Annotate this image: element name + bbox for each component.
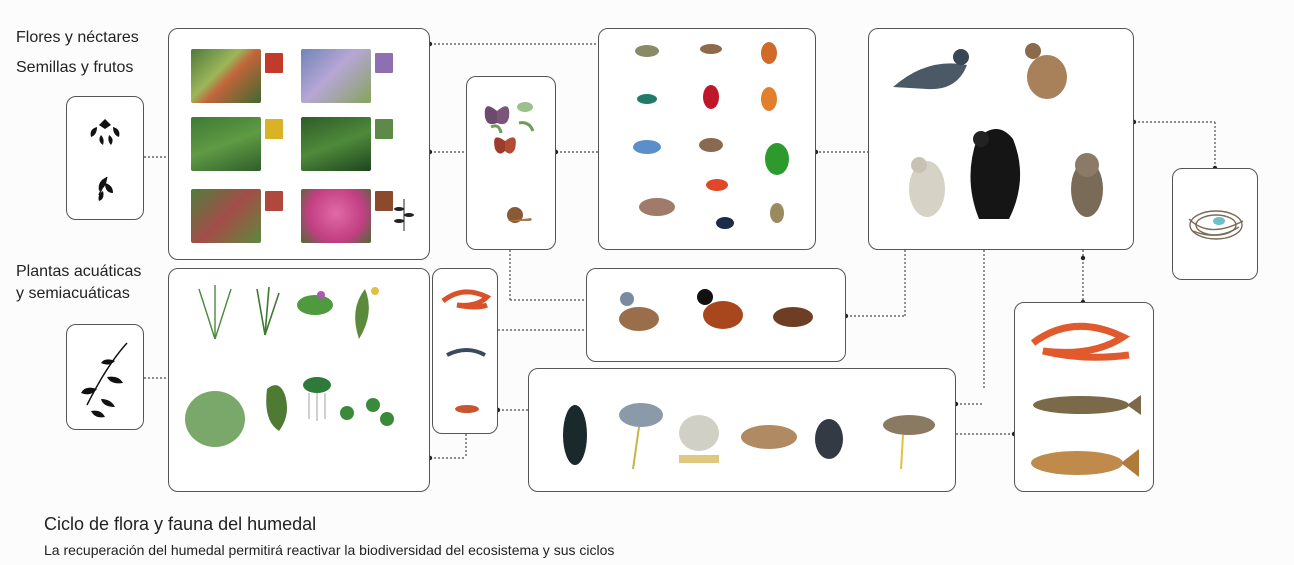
leaf-icon-box (66, 96, 144, 220)
flower-thumb (265, 53, 283, 73)
reed-icon (67, 325, 145, 431)
small-birds-illustration (599, 29, 817, 251)
flower-photo (301, 189, 371, 243)
aquatic-plants-illustration (169, 269, 431, 493)
flowers-seeds-box (168, 28, 430, 260)
bird-nest-icon (1173, 169, 1259, 281)
diagram-title: Ciclo de flora y fauna del humedal (44, 514, 316, 535)
flower-photo (191, 49, 261, 103)
wading-birds-illustration (529, 369, 957, 493)
flower-thumb (265, 119, 283, 139)
fish-reptile-box (1014, 302, 1154, 492)
seed-sprig-icon (391, 195, 417, 235)
flower-thumb (375, 53, 393, 73)
leaf-icon (67, 97, 145, 221)
wading-birds-box (528, 368, 956, 492)
flower-photo (301, 49, 371, 103)
flower-thumb (265, 191, 283, 211)
small-fauna-box (432, 268, 498, 434)
raptors-illustration (869, 29, 1135, 251)
fish-snake-illustration (1015, 303, 1155, 493)
shrub-photo (191, 189, 261, 243)
shrub-photo (301, 117, 371, 171)
snake-crayfish-fish-illustration (433, 269, 499, 435)
aquatic-plants-box (168, 268, 430, 492)
butterfly-snail-illustration (467, 77, 557, 251)
raptors-box (868, 28, 1134, 250)
insects-box (466, 76, 556, 250)
shrub-photo (191, 117, 261, 171)
reed-icon-box (66, 324, 144, 430)
ducks-illustration (587, 269, 847, 363)
diagram-subtitle: La recuperación del humedal permitirá re… (44, 542, 614, 558)
nest-box (1172, 168, 1258, 280)
waterfowl-box (586, 268, 846, 362)
passerine-birds-box (598, 28, 816, 250)
flower-thumb (375, 119, 393, 139)
